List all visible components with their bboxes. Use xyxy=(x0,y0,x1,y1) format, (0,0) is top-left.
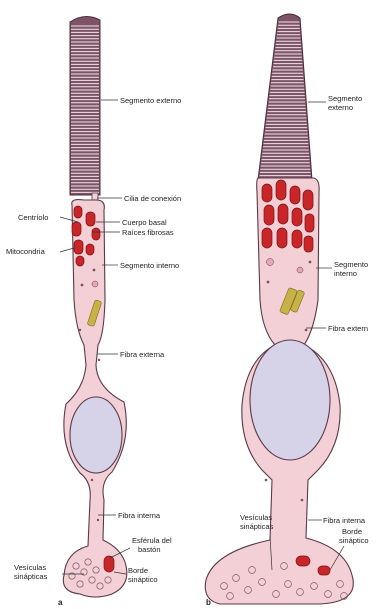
label-vesiculas-line1: Vesículas xyxy=(14,563,46,572)
label-segmento-externo: Segmento externo xyxy=(120,96,181,105)
label-b-segmento-externo-line1: Segmento xyxy=(328,94,362,103)
mitochondrion xyxy=(72,222,81,236)
vesicle xyxy=(92,281,98,287)
mitochondrion xyxy=(304,236,313,252)
granule xyxy=(81,284,84,287)
mitochondrion xyxy=(86,244,94,255)
cone-outer-segment xyxy=(258,14,312,180)
label-b-fibra-extern: Fibra extern xyxy=(328,324,368,333)
mitochondrion xyxy=(86,212,95,226)
label-fibra-interna: Fibra interna xyxy=(118,511,161,520)
mitochondrion xyxy=(278,204,288,224)
granule xyxy=(91,479,93,481)
mitochondrion xyxy=(74,240,83,254)
label-raices-fibrosas: Raíces fibrosas xyxy=(122,228,174,237)
panel-tag-a: a xyxy=(58,598,63,607)
mitochondrion xyxy=(92,228,100,240)
label-cuerpo-basal: Cuerpo basal xyxy=(122,218,167,227)
mitochondrion xyxy=(262,228,272,248)
synaptic-ribbon xyxy=(318,566,330,575)
mitochondrion xyxy=(74,206,82,218)
granule xyxy=(98,359,100,361)
mitochondrion xyxy=(277,228,287,248)
vesicle xyxy=(297,267,303,273)
mitochondrion xyxy=(262,184,272,202)
label-esferula-line1: Esférula del xyxy=(132,536,172,545)
label-borde-line2: sináptico xyxy=(128,575,158,584)
label-b-borde-line2: sináptico xyxy=(339,536,369,545)
granule xyxy=(97,519,99,521)
label-b-segmento-interno-line1: Segmento xyxy=(334,260,368,269)
label-b-vesiculas-line2: sinápticas xyxy=(240,522,274,531)
cone-nucleus xyxy=(250,340,330,460)
granule xyxy=(305,329,308,332)
panel-tag-b: b xyxy=(206,598,211,607)
vesicle xyxy=(267,259,274,266)
granule xyxy=(267,281,270,284)
label-mitocondria: Mitocondria xyxy=(6,247,46,256)
label-b-fibra-interna: Fibra interna xyxy=(323,516,366,525)
mitochondrion xyxy=(292,208,302,226)
label-fibra-externa: Fibra externa xyxy=(120,350,165,359)
label-b-borde-line1: Borde xyxy=(342,527,362,536)
granule xyxy=(79,329,81,331)
mitochondrion xyxy=(303,190,313,210)
granule xyxy=(265,479,268,482)
mitochondrion xyxy=(76,256,84,266)
label-b-vesiculas-line1: Vesículas xyxy=(240,513,272,522)
label-esferula-line2: bastón xyxy=(138,545,161,554)
synaptic-ribbon xyxy=(296,556,310,566)
mitochondrion xyxy=(292,230,302,248)
mitochondrion xyxy=(305,214,314,232)
label-borde-line1: Borde xyxy=(128,566,148,575)
granule xyxy=(301,499,304,502)
granule xyxy=(309,261,312,264)
granule xyxy=(93,269,96,272)
label-vesiculas-line2: sinápticas xyxy=(14,572,48,581)
mitochondrion xyxy=(290,186,300,204)
rod-nucleus xyxy=(70,397,122,473)
label-b-segmento-interno-line2: interno xyxy=(334,269,357,278)
mitochondrion xyxy=(276,180,286,200)
label-b-segmento-externo-line2: externo xyxy=(328,103,353,112)
label-centriolo: Centríolo xyxy=(18,213,48,222)
label-cilia-conexion: Cilia de conexión xyxy=(124,194,181,203)
mitochondrion xyxy=(264,205,274,225)
rod-cell-a xyxy=(63,16,126,597)
label-segmento-interno: Segmento interno xyxy=(120,261,179,270)
synaptic-ribbon xyxy=(104,556,114,572)
